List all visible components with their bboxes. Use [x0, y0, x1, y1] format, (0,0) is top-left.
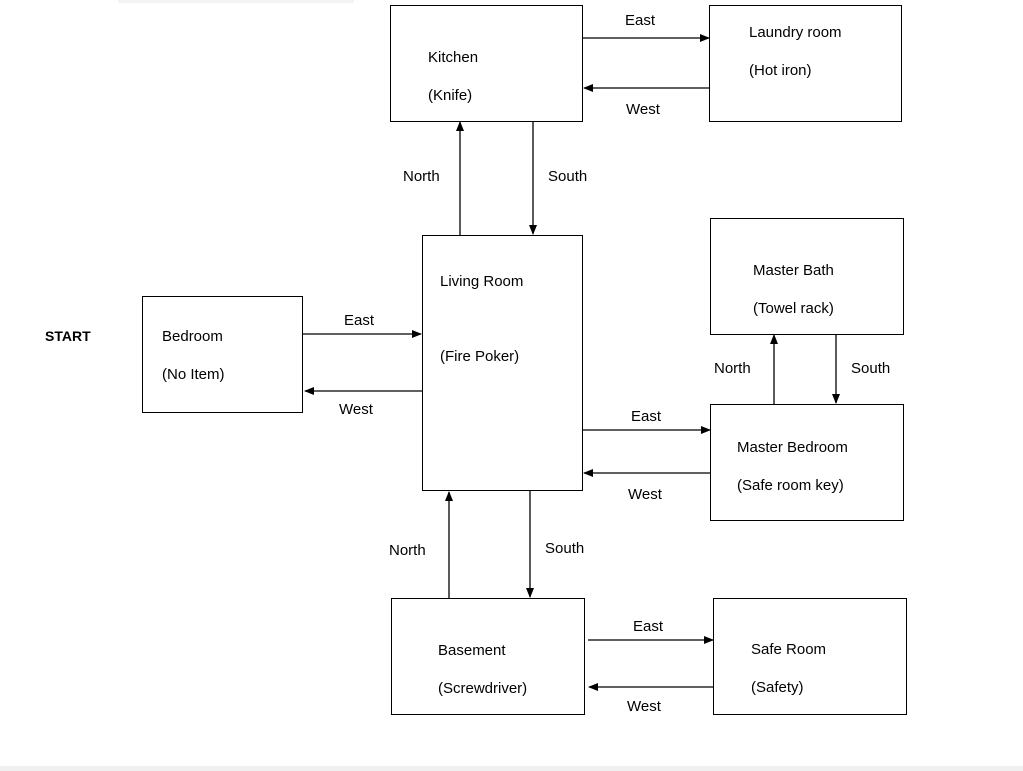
room-item: (Hot iron)	[749, 62, 812, 79]
label-basement-east: East	[633, 618, 664, 635]
room-name: Basement	[438, 642, 506, 659]
room-bedroom: Bedroom (No Item)	[142, 296, 303, 413]
label-living-east: East	[631, 408, 662, 425]
room-item: (Knife)	[428, 87, 473, 104]
room-item: (Towel rack)	[753, 300, 834, 317]
label-safe-room-west: West	[627, 698, 661, 715]
label-living-north: North	[403, 168, 440, 185]
label-master-bath-south: South	[851, 360, 891, 377]
room-name: Living Room	[440, 273, 524, 290]
room-item: (No Item)	[162, 366, 225, 383]
label-kitchen-south: South	[548, 168, 588, 185]
label-living-south: South	[545, 540, 585, 557]
room-item: (Safe room key)	[737, 477, 844, 494]
room-name: Safe Room	[751, 641, 827, 658]
room-item: (Fire Poker)	[440, 348, 520, 365]
room-name: Master Bath	[753, 262, 834, 279]
room-living: Living Room (Fire Poker)	[422, 235, 583, 491]
room-item: (Safety)	[751, 679, 804, 696]
room-item: (Screwdriver)	[438, 680, 528, 697]
room-basement: Basement (Screwdriver)	[391, 598, 585, 715]
label-kitchen-east: East	[625, 12, 656, 29]
label-basement-north: North	[389, 542, 426, 559]
label-master-bedroom-west: West	[628, 486, 662, 503]
room-name: Bedroom	[162, 328, 223, 345]
label-bedroom-east: East	[344, 312, 375, 329]
room-safe-room: Safe Room (Safety)	[713, 598, 907, 715]
label-living-west: West	[339, 401, 373, 418]
room-master-bedroom: Master Bedroom (Safe room key)	[710, 404, 904, 521]
room-name: Master Bedroom	[737, 439, 848, 456]
room-name: Kitchen	[428, 49, 479, 66]
bottom-edge-strip	[0, 766, 1023, 771]
room-name: Laundry room	[749, 24, 842, 41]
label-master-bedroom-north: North	[714, 360, 751, 377]
room-kitchen: Kitchen (Knife)	[390, 5, 583, 122]
room-laundry: Laundry room (Hot iron)	[709, 5, 902, 122]
label-laundry-west: West	[626, 101, 660, 118]
top-edge-shadow	[118, 0, 354, 3]
start-label: START	[45, 328, 91, 344]
room-master-bath: Master Bath (Towel rack)	[710, 218, 904, 335]
